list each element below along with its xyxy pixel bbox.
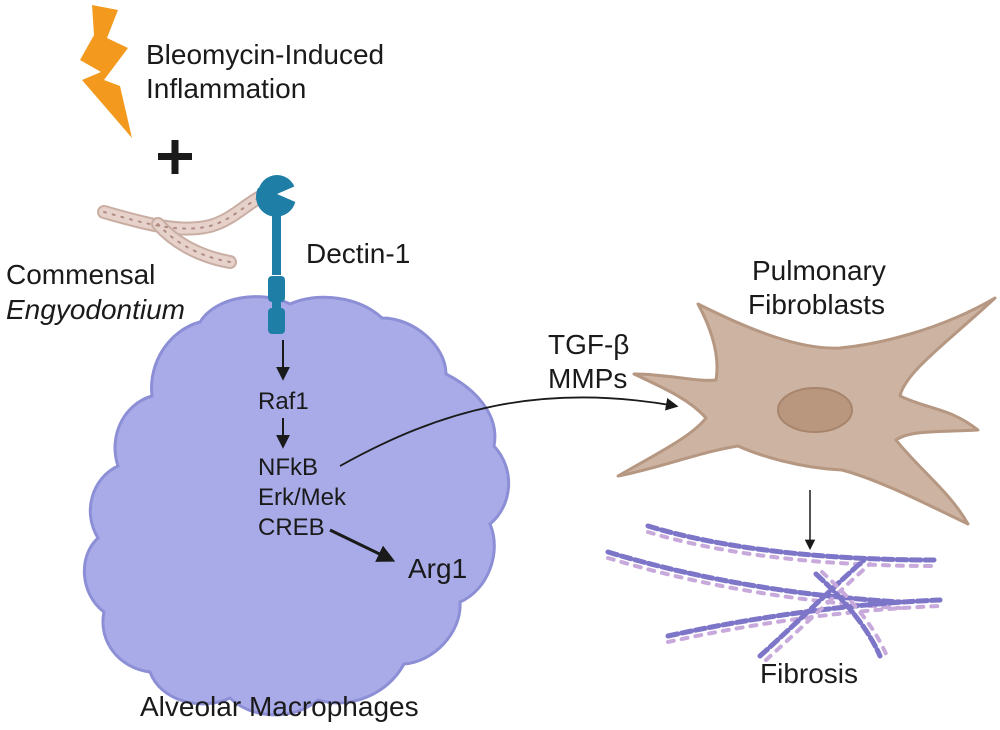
mmps-label: MMPs — [548, 363, 628, 394]
fibroblast-label-line2: Fibroblasts — [748, 289, 885, 320]
commensal-label-line1: Commensal — [6, 259, 156, 290]
arrow-macrophage-to-fibroblast — [339, 396, 679, 467]
arg1-label: Arg1 — [408, 553, 468, 584]
dectin1-receptor-icon — [256, 175, 300, 334]
trigger-label-line1: Bleomycin-Induced — [146, 39, 385, 70]
erk-mek-label: Erk/Mek — [258, 484, 347, 511]
collagen-fibers-icon — [605, 523, 943, 662]
nfkb-label: NFkB — [258, 454, 318, 481]
fibroblast-label-line1: Pulmonary — [752, 255, 886, 286]
lightning-icon — [80, 5, 132, 138]
tgfb-label: TGF-β — [548, 329, 630, 360]
dectin1-label: Dectin-1 — [306, 238, 411, 269]
raf1-label: Raf1 — [258, 388, 309, 415]
arrow-creb-to-arg1 — [329, 528, 396, 562]
fibrosis-label: Fibrosis — [760, 658, 859, 689]
fungus-hyphae-icon — [97, 189, 269, 269]
creb-label: CREB — [258, 514, 325, 541]
fibroblast-nucleus — [777, 387, 853, 433]
macrophage-cell — [83, 295, 510, 717]
plus-icon — [158, 140, 192, 174]
trigger-label-line2: Inflammation — [146, 73, 307, 104]
macrophage-label: Alveolar Macrophages — [140, 691, 419, 722]
commensal-label-line2: Engyodontium — [6, 294, 186, 325]
